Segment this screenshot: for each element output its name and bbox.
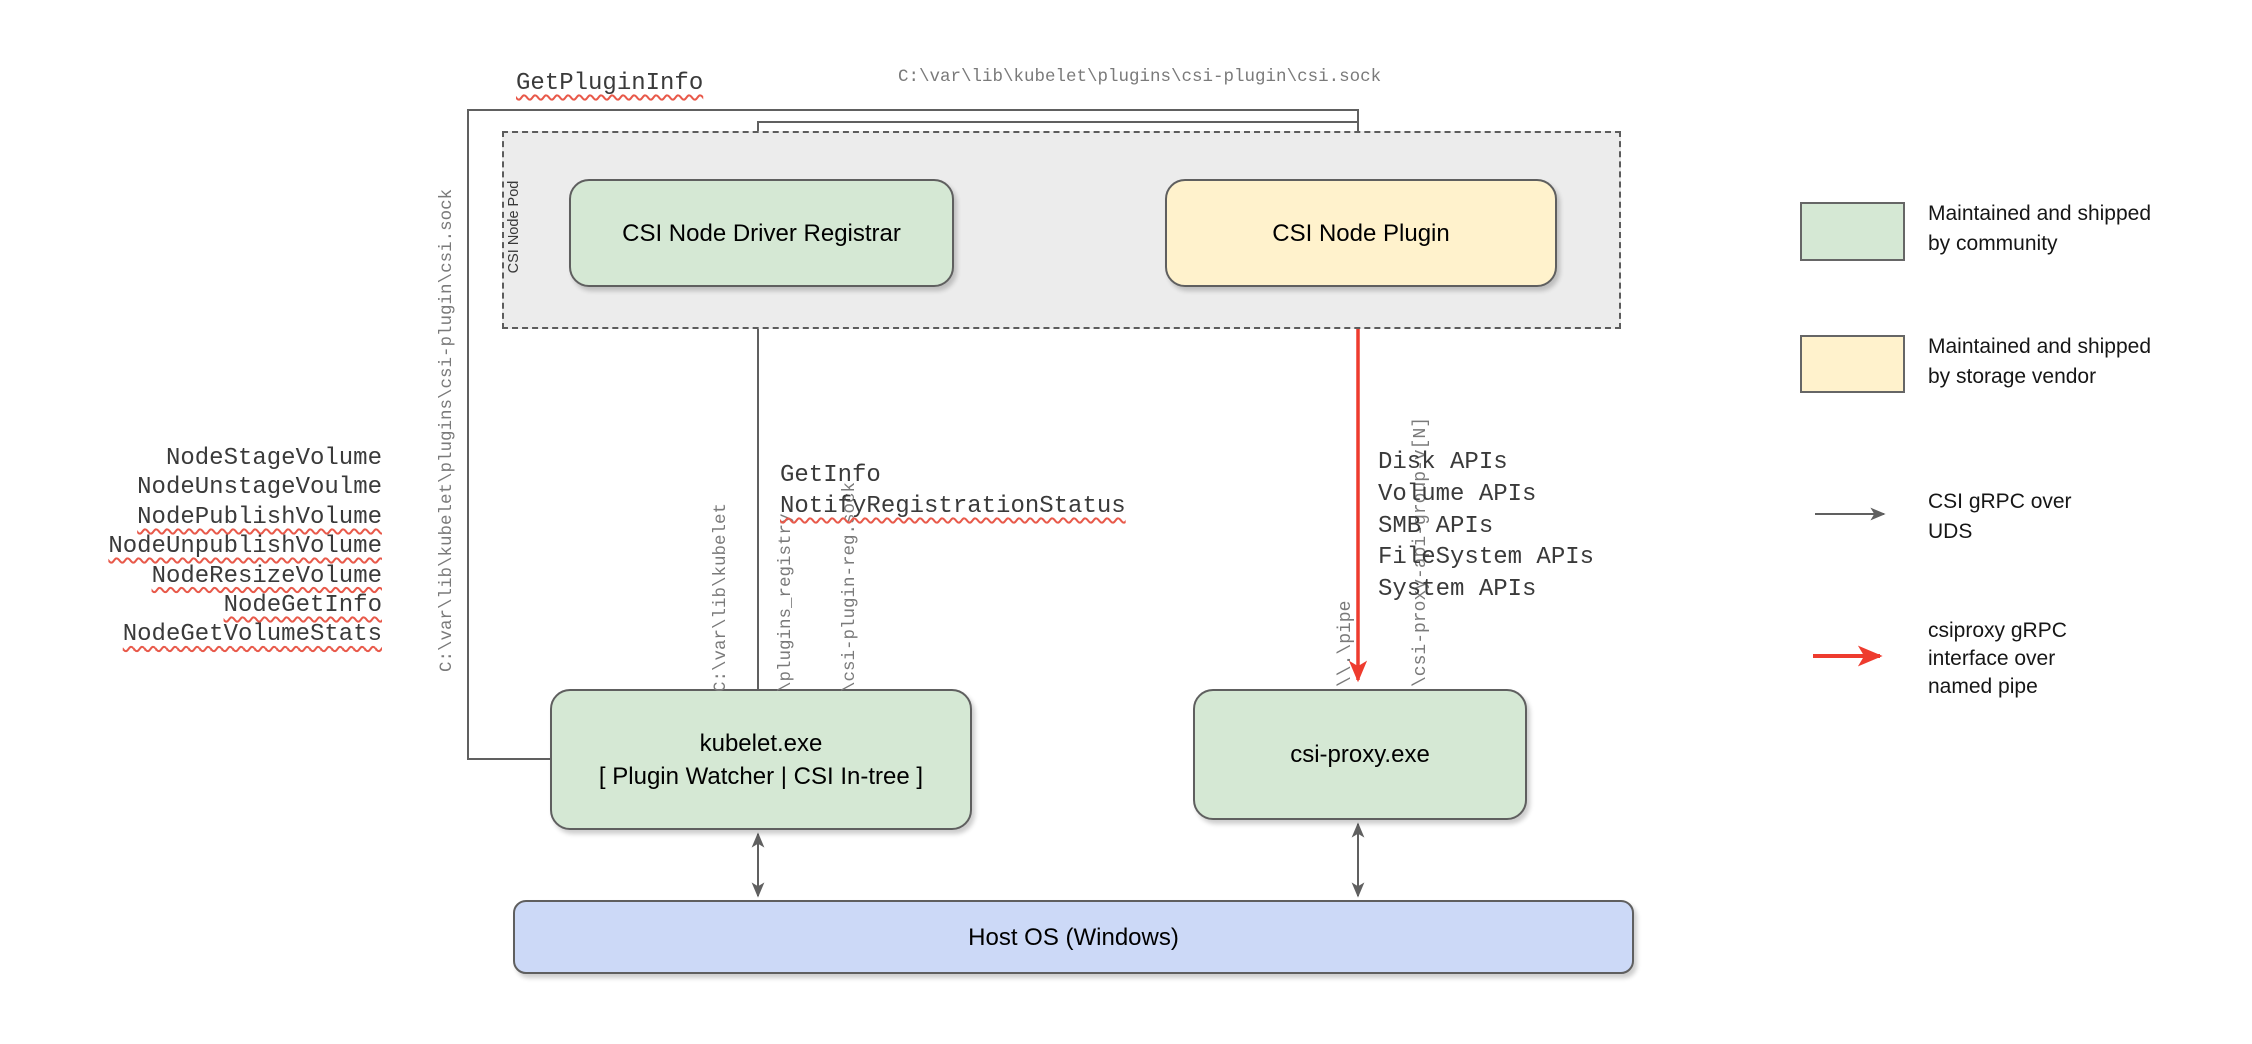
csi-sock-path-left-label: C:\var\lib\kubelet\plugins\csi-plugin\cs… <box>437 188 457 672</box>
node-call-item: NodeUnpublishVolume <box>108 533 382 561</box>
api-call-item: FileSystem APIs <box>1378 544 1595 572</box>
kubelet-box: kubelet.exe [ Plugin Watcher | CSI In-tr… <box>550 689 972 830</box>
legend-namedpipe-text: csiproxy gRPC interface over named pipe <box>1928 619 2067 698</box>
get-info-label: GetInfo <box>780 462 881 489</box>
csi-node-plugin-box: CSI Node Plugin <box>1165 179 1557 287</box>
host-os-label: Host OS (Windows) <box>968 923 1179 951</box>
node-call-item: NodePublishVolume <box>137 503 382 531</box>
node-call-item: NodeGetVolumeStats <box>122 621 382 649</box>
registration-calls-label: GetInfo NotifyRegistrationStatus <box>780 460 1126 522</box>
api-call-item: Disk APIs <box>1378 449 1508 476</box>
notify-registration-status-label: NotifyRegistrationStatus <box>780 493 1126 520</box>
legend-vendor-swatch <box>1800 335 1905 393</box>
legend-vendor-text: Maintained and shipped by storage vendor <box>1928 335 2152 388</box>
api-call-item: System APIs <box>1378 576 1537 604</box>
node-call-item: NodeResizeVolume <box>151 562 382 590</box>
legend-uds-text: CSI gRPC over UDS <box>1928 490 2072 543</box>
node-call-item: NodeGetInfo <box>223 592 382 620</box>
csi-proxy-label: csi-proxy.exe <box>1290 741 1430 768</box>
csi-node-plugin-label: CSI Node Plugin <box>1272 219 1450 247</box>
csi-proxy-box: csi-proxy.exe <box>1193 689 1527 820</box>
csi-node-driver-registrar-box: CSI Node Driver Registrar <box>569 179 954 287</box>
csi-sock-path-top-label: C:\var\lib\kubelet\plugins\csi-plugin\cs… <box>898 67 1382 87</box>
csi-node-pod-label: CSI Node Pod <box>506 180 522 274</box>
api-calls-list: Disk APIs Volume APIs SMB APIs FileSyste… <box>1378 447 1594 606</box>
kubelet-label-line2: [ Plugin Watcher | CSI In-tree ] <box>598 762 924 790</box>
host-os-box: Host OS (Windows) <box>513 900 1634 974</box>
csi-node-driver-registrar-label: CSI Node Driver Registrar <box>622 219 901 247</box>
node-call-item: NodeUnstageVoulme <box>137 474 382 502</box>
node-call-item: NodeStageVolume <box>165 445 382 472</box>
kubelet-label-line1: kubelet.exe <box>699 729 823 757</box>
api-call-item: SMB APIs <box>1378 512 1494 540</box>
api-call-item: Volume APIs <box>1378 480 1537 508</box>
get-plugin-info-label: GetPluginInfo <box>516 70 704 97</box>
legend-community-swatch <box>1800 202 1905 261</box>
legend-community-text: Maintained and shipped by community <box>1928 202 2152 255</box>
node-calls-list: NodeStageVolume NodeUnstageVoulme NodePu… <box>60 444 382 650</box>
